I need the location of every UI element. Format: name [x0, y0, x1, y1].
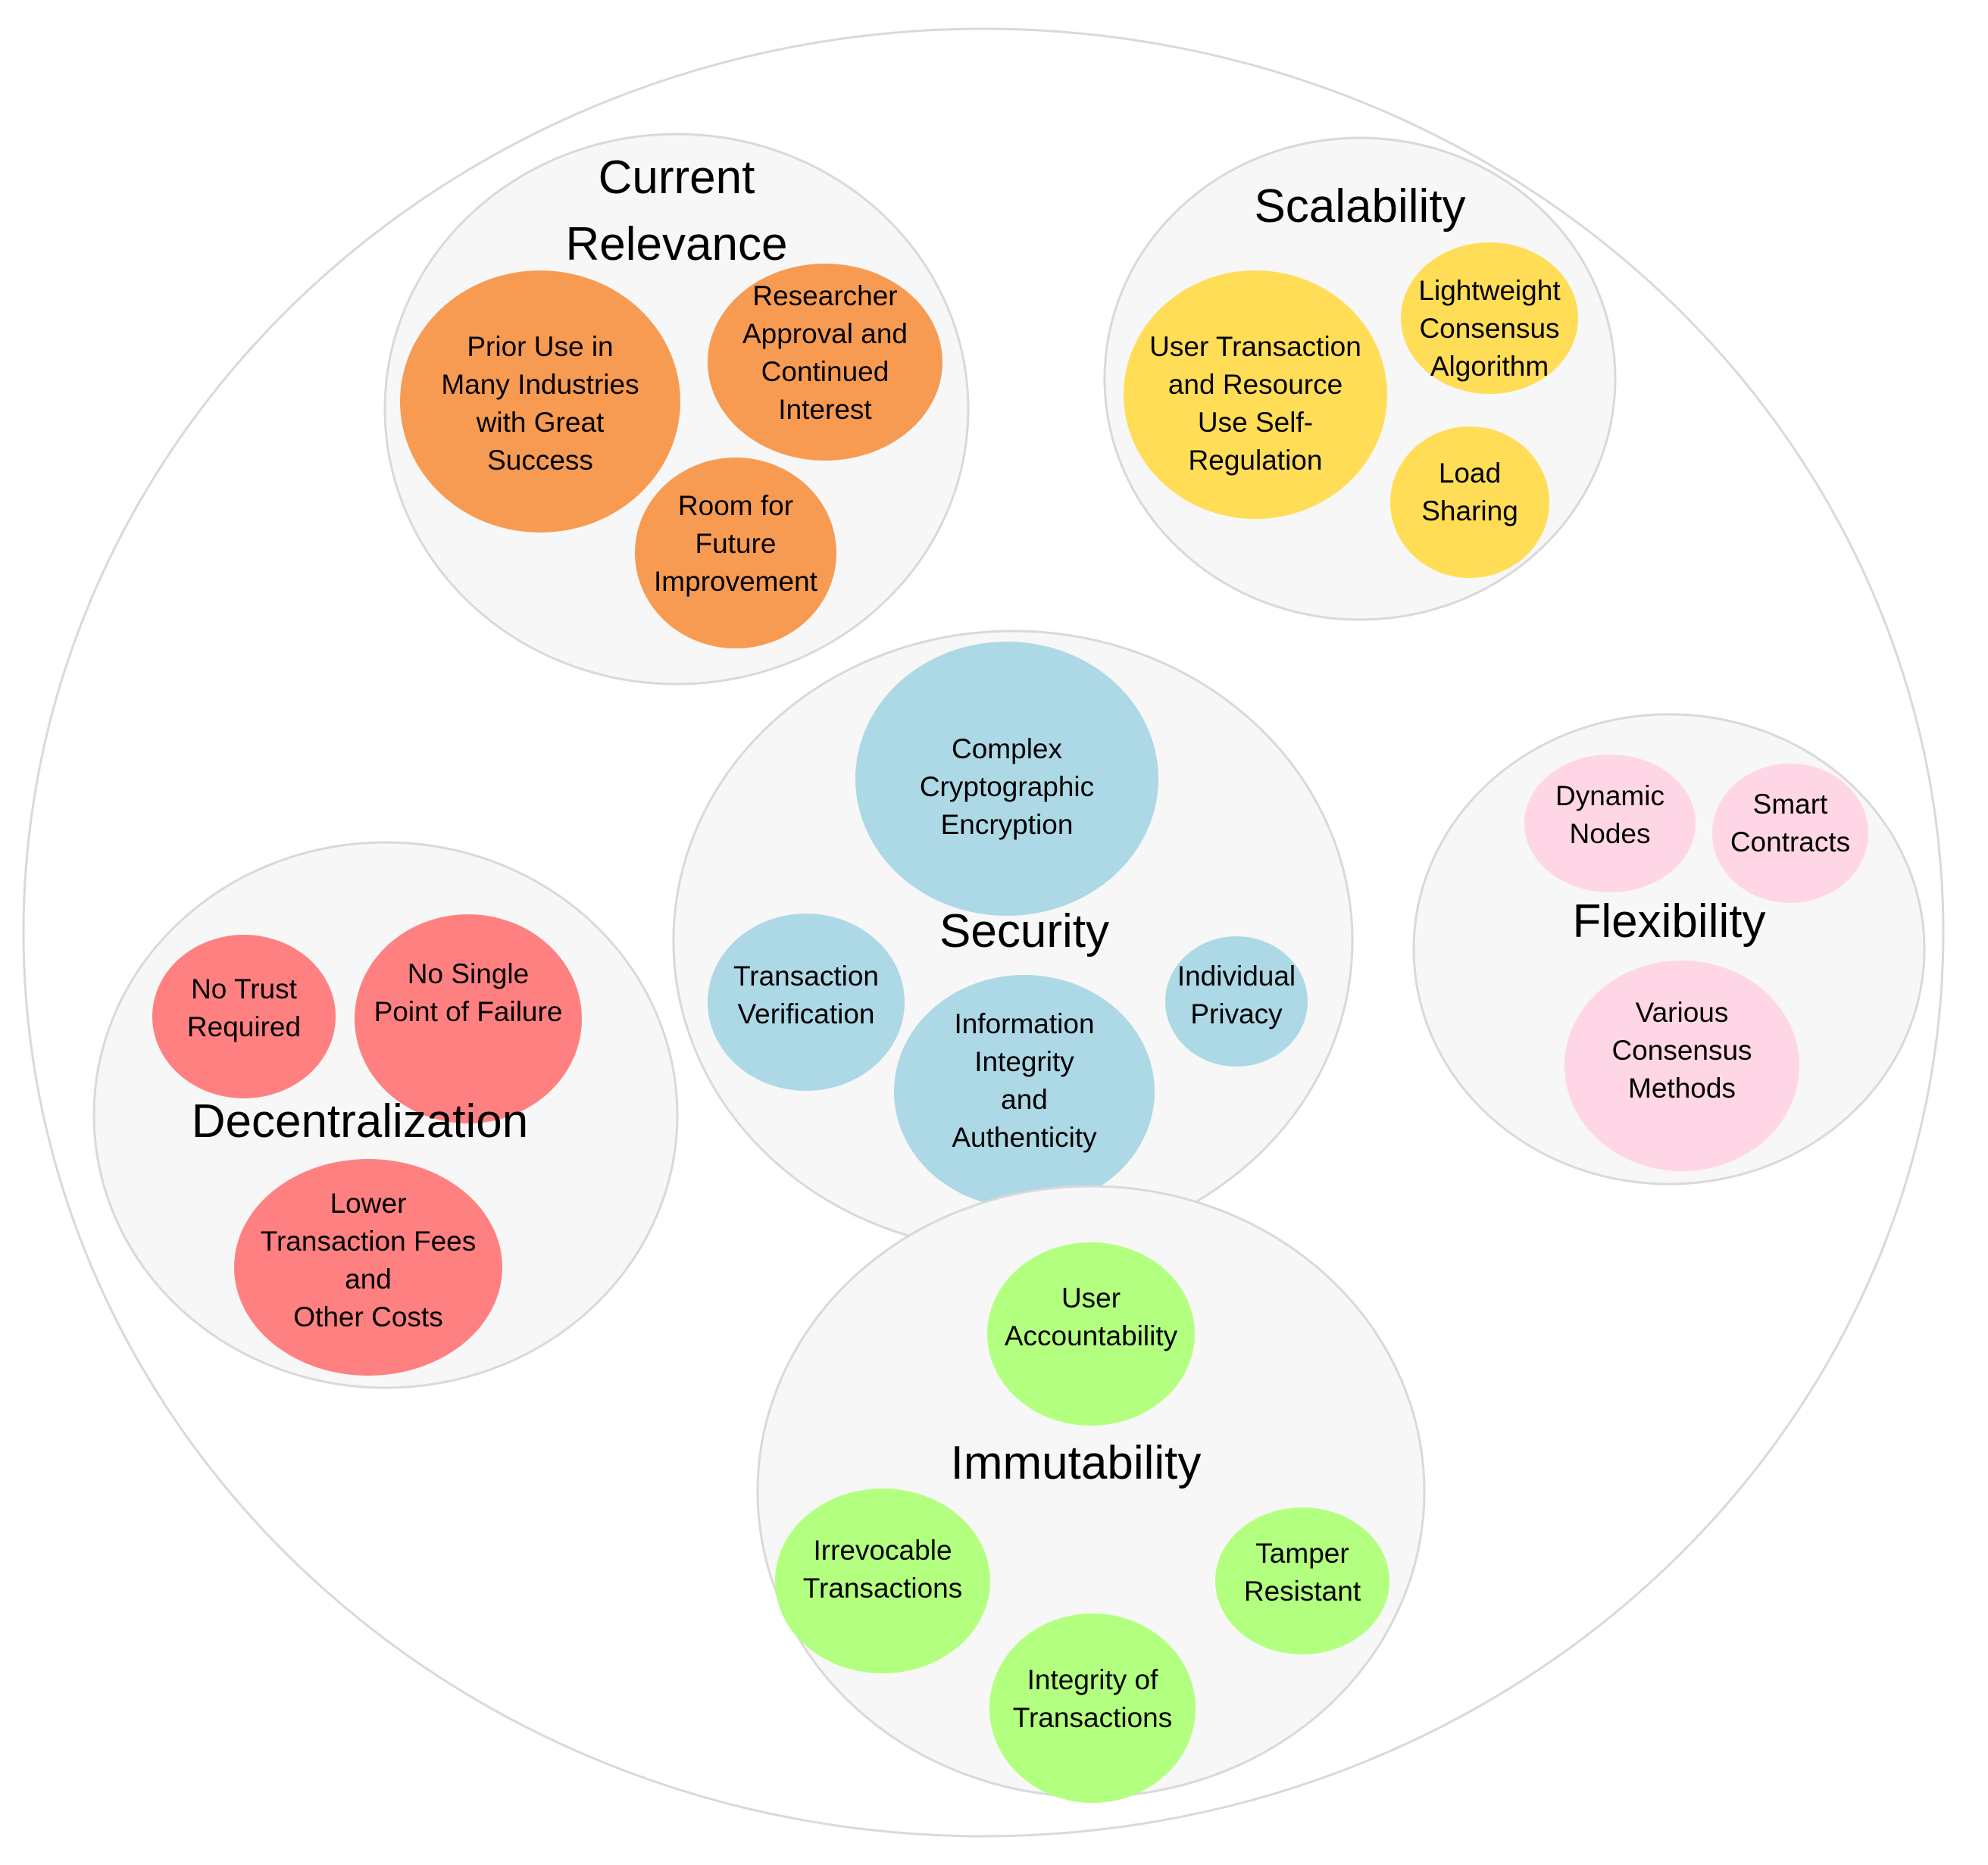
flexibility-bubble: [1564, 961, 1799, 1171]
flexibility-title: Flexibility: [1573, 895, 1766, 948]
decentralization-bubble: [234, 1159, 502, 1376]
scalability-bubble: [1401, 242, 1578, 394]
security-bubble: [708, 914, 905, 1091]
immutability-bubble: [989, 1614, 1196, 1803]
immutability-bubble: [987, 1242, 1195, 1426]
current-relevance-bubble: [635, 458, 836, 648]
scalability-title: Scalability: [1254, 180, 1465, 233]
decentralization-title: Decentralization: [192, 1095, 529, 1148]
decentralization-bubble: [152, 935, 336, 1098]
scalability-bubble: [1124, 270, 1387, 519]
scalability-bubble: [1390, 426, 1549, 578]
decentralization-bubble: [355, 914, 582, 1123]
immutability-bubble: [1215, 1507, 1389, 1654]
security-bubble: [894, 975, 1155, 1208]
immutability-bubble: [775, 1489, 990, 1673]
flexibility-bubble: [1524, 754, 1696, 892]
flexibility-bubble: [1712, 764, 1868, 903]
immutability-title: Immutability: [951, 1437, 1202, 1489]
current-relevance-bubble: [708, 264, 942, 461]
security-bubble: [1165, 936, 1308, 1067]
security-title: Security: [939, 905, 1109, 957]
security-bubble: [855, 642, 1158, 916]
current-relevance-bubble: [400, 270, 680, 533]
